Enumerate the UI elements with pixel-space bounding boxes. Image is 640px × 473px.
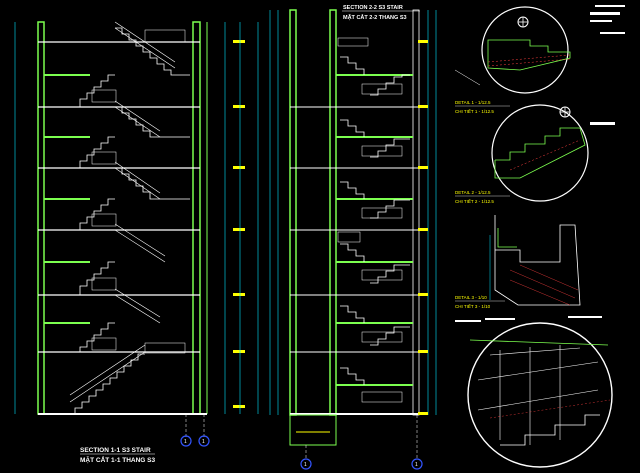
detail-1-drawing: [454, 6, 620, 94]
landings: [44, 74, 90, 324]
section-2-railings: [337, 37, 403, 403]
detail-2-title: DETAIL 2 - 1/12.5: [455, 190, 491, 195]
section-1-title: SECTION 1-1 S3 STAIR: [80, 447, 151, 454]
section-1-drawing: [14, 21, 259, 437]
stair-flights: [74, 27, 190, 414]
level-marks: [233, 40, 245, 408]
axis-bubble-icon: 1: [411, 458, 423, 470]
detail-3-title: DETAIL 3 - 1/10: [455, 295, 487, 300]
section-2-floor-lines: [290, 106, 419, 415]
axis-bubble-icon: 1: [198, 435, 210, 447]
detail-1-subtitle: CHI TIẾT 1 - 1/12.5: [455, 108, 494, 114]
detail-marker-icon: [559, 106, 571, 118]
detail-large-circle: [467, 316, 613, 468]
axis-label-left-2: 1: [304, 462, 307, 468]
section-2-slabs: [336, 74, 413, 386]
axis-bubble-icon: 1: [300, 458, 312, 470]
section-2-drawing: [269, 9, 437, 460]
axis-bubble-icon: 1: [180, 435, 192, 447]
axis-label-right-1: 1: [202, 439, 205, 445]
detail-2-drawing: [491, 104, 615, 202]
detail-marker-icon: [517, 16, 529, 28]
section-1-subtitle: MẶT CẮT 1-1 THANG S3: [80, 455, 156, 464]
section-2-subtitle: MẶT CẮT 2-2 THANG S3: [343, 13, 407, 21]
section-2-title: SECTION 2-2 S3 STAIR: [343, 5, 403, 11]
dimension-lines: [14, 22, 259, 414]
detail-1-title: DETAIL 1 - 1/12.5: [455, 100, 491, 105]
axis-label-right-2: 1: [415, 462, 418, 468]
detail-3-subtitle: CHI TIẾT 3 - 1/10: [455, 303, 491, 309]
detail-3-drawing: [489, 215, 581, 306]
section-2-stair-flights: [340, 56, 410, 385]
axis-label-left-1: 1: [184, 439, 187, 445]
balusters: [91, 29, 186, 354]
section-2-level-marks: [418, 40, 428, 415]
detail-2-subtitle: CHI TIẾT 2 - 1/12.5: [455, 198, 494, 204]
